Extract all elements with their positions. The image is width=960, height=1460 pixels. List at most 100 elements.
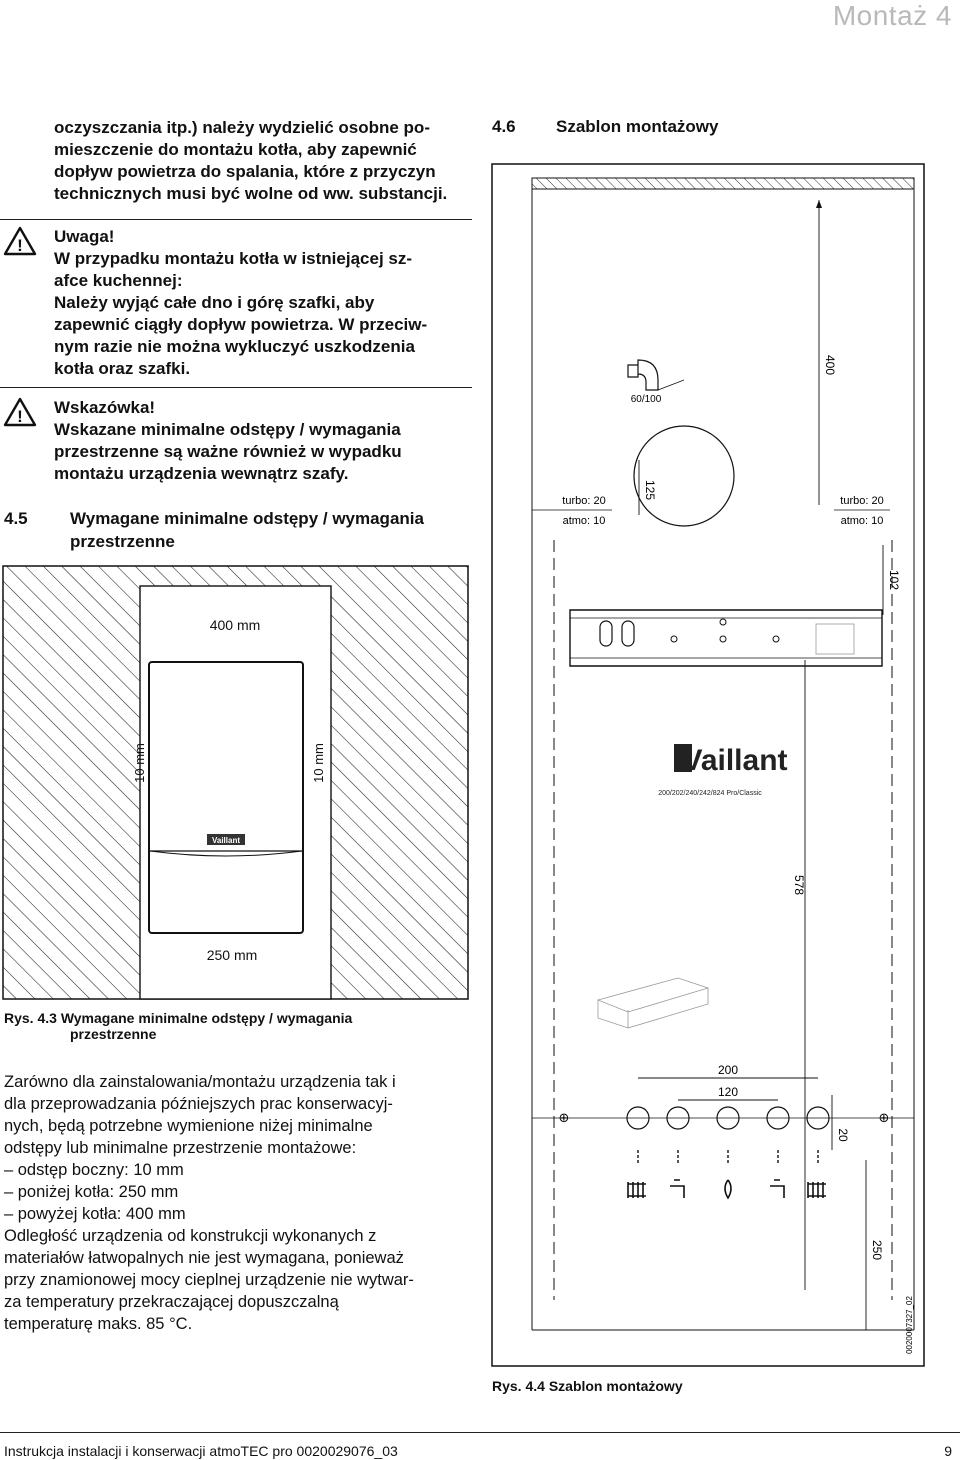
intro-paragraph: oczyszczania itp.) należy wydzielić osob… [54,117,484,205]
page-number: 9 [944,1443,952,1459]
warning-heading: Uwaga! [54,227,115,246]
dim-125-label: 125 [643,480,657,500]
figure-44-caption: Rys. 4.4 Szablon montażowy [492,1378,683,1394]
body-line: Zarówno dla zainstalowania/montażu urząd… [4,1073,396,1091]
note-line: Wskazane minimalne odstępy / wymagania [54,420,401,439]
template-sheet [491,163,925,1367]
figure-43-caption: Rys. 4.3 Wymagane minimalne odstępy / wy… [4,1010,352,1042]
turbo-left-label: turbo: 20 [562,495,605,507]
dim-578-label: 578 [792,875,806,895]
boiler-panel-curve [149,850,303,857]
dim-200-label: 200 [718,1063,738,1077]
crosshair-icon: ⊕ [879,1110,890,1125]
dim-400-label: 400 [823,355,837,375]
clearance-figure: Vaillant 400 mm 10 mm 10 mm 250 mm [2,565,469,1000]
warning-line: kotła oraz szafki. [54,359,191,378]
note-heading: Wskazówka! [54,398,156,417]
body-line: odstępy lub minimalne przestrzenie monta… [4,1139,357,1157]
dim-102-label: 102 [887,570,901,590]
dim-arrow [816,200,822,208]
warning-line: zapewnić ciągły dopływ powietrza. W prze… [54,315,428,334]
warning-top-rule [0,219,472,220]
body-line: Odległość urządzenia od konstrukcji wyko… [4,1227,377,1245]
body-line: przy znamionowej mocy cieplnej urządzeni… [4,1271,414,1289]
atmo-left-label: atmo: 10 [563,515,606,527]
body-line: – odstęp boczny: 10 mm [4,1161,184,1179]
footer-doc-title: Instrukcja instalacji i konserwacji atmo… [4,1443,398,1459]
body-line: nych, będą potrzebne wymienione niżej mi… [4,1117,373,1135]
connection-symbols [627,1179,826,1200]
note-line: montażu urządzenia wewnątrz szafy. [54,464,349,483]
body-line: temperaturę maks. 85 °C. [4,1315,193,1333]
intro-line: oczyszczania itp.) należy wydzielić osob… [54,118,430,137]
bracket-slot [599,620,613,647]
boiler-badge [207,834,245,845]
body-line: – powyżej kotła: 400 mm [4,1205,186,1223]
note-icon: ! [3,397,37,432]
note-line: przestrzenne są ważne również w wypadku [54,442,402,461]
body-line: za temperatury przekraczającej dopuszcza… [4,1293,339,1311]
boiler-brand-label: Vaillant [212,836,240,845]
bracket-hole [719,635,727,643]
section-title-45: Wymagane minimalne odstępy / wymagania p… [70,507,424,553]
warning-line: Należy wyjąć całe dno i górę szafki, aby [54,293,375,312]
dim-120-label: 120 [718,1085,738,1099]
body-line: materiałów łatwopalnych nie jest wymagan… [4,1249,404,1267]
section-number-46: 4.6 [492,117,516,136]
bracket-hole [670,635,678,643]
note-top-rule [0,387,472,388]
gas-flame-icon [724,1179,732,1200]
caption-line: Rys. 4.3 Wymagane minimalne odstępy / wy… [4,1010,353,1026]
template-brand: Vaillant [682,744,787,777]
turbo-right-label: turbo: 20 [840,495,883,507]
radiator-icon [627,1182,646,1198]
dim-20-label: 20 [836,1128,850,1142]
svg-text:!: ! [17,407,23,426]
radiator-icon [807,1182,826,1198]
warning-line: W przypadku montażu kotła w istniejącej … [54,249,413,268]
dim-250-label: 250 [870,1240,884,1260]
flow-arrows [637,1150,819,1164]
bracket-hole [772,635,780,643]
clearance-right-label: 10 mm [311,743,326,783]
clearance-top-label: 400 mm [210,617,261,633]
bracket-hole [719,618,727,626]
bracket-slot [621,620,635,647]
warning-icon: ! [3,226,37,261]
warning-block: Uwaga! W przypadku montażu kotła w istni… [54,226,474,380]
tap-icon [770,1179,785,1198]
section-title-line: Wymagane minimalne odstępy / wymagania [70,509,424,528]
note-block: Wskazówka! Wskazane minimalne odstępy / … [54,397,474,485]
flue-leader [657,379,685,391]
intro-line: mieszczenie do montażu kotła, aby zapewn… [54,140,417,159]
caption-line: przestrzenne [70,1026,157,1042]
chapter-header: Montaż 4 [832,0,952,31]
section-number-45: 4.5 [4,509,28,528]
svg-text:!: ! [17,236,23,255]
intro-line: dopływ powietrza do spalania, które z pr… [54,162,436,181]
flue-label: 60/100 [631,394,662,405]
warning-line: afce kuchennej: [54,271,183,290]
tap-icon [670,1179,685,1198]
section-title-line: przestrzenne [70,532,175,551]
iso-sketch [596,977,710,1029]
section-title-46: Szablon montażowy [556,117,719,136]
crosshair-icon: ⊕ [559,1110,570,1125]
clearance-left-label: 10 mm [132,743,147,783]
template-model: 200/202/240/242/824 Pro/Classic [658,790,762,797]
warning-line: nym razie nie można wykluczyć uszkodzeni… [54,337,415,356]
atmo-right-label: atmo: 10 [841,515,884,527]
intro-line: technicznych musi być wolne od ww. subst… [54,184,448,203]
body-line: – poniżej kotła: 250 mm [4,1183,179,1201]
mounting-template-figure: 400 60/100 125 turbo: 20 atmo: 10 turbo:… [491,163,925,1367]
drawing-code: 0020007327_02 [905,1296,914,1354]
boiler-outline [148,661,304,934]
footer-rule [0,1432,960,1433]
brand-hare-icon [674,744,692,772]
bracket-plate [815,623,855,655]
clearance-bottom-label: 250 mm [207,947,258,963]
ceiling-hatch [531,177,915,190]
flue-circle [633,425,735,527]
body-paragraph: Zarówno dla zainstalowania/montażu urząd… [4,1071,478,1335]
flue-elbow-icon [627,359,659,391]
